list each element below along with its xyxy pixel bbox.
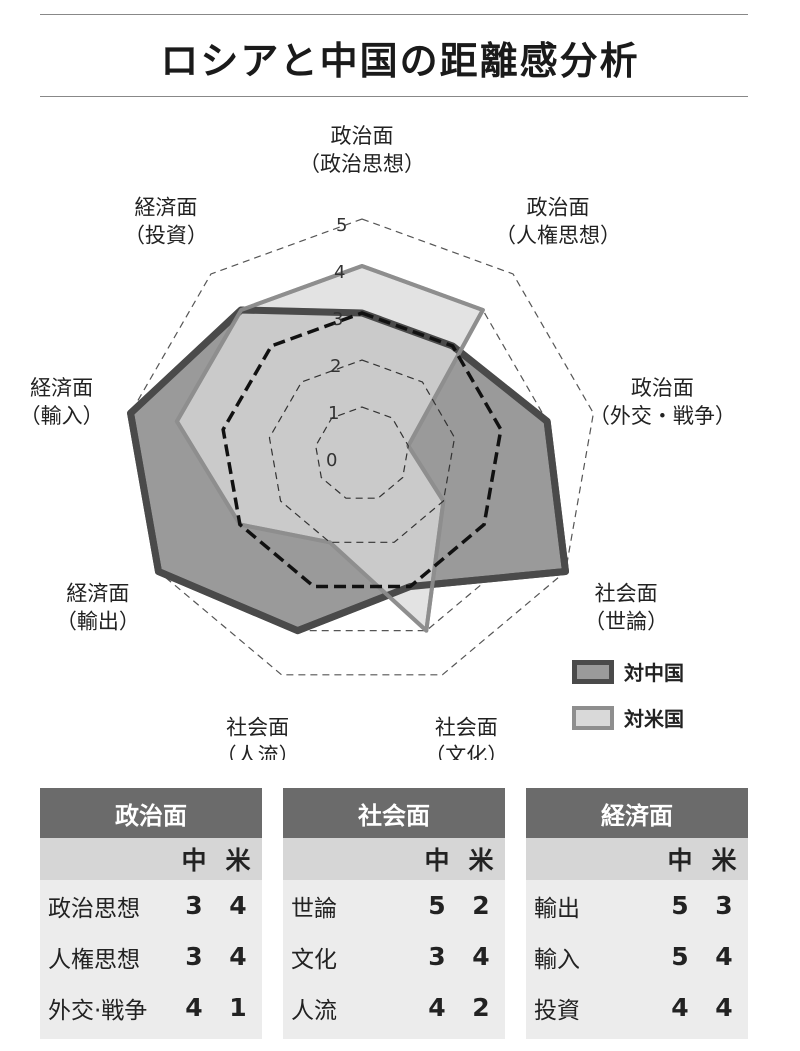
value-us: 4 bbox=[229, 942, 247, 971]
value-china: 4 bbox=[185, 993, 203, 1022]
value-china: 5 bbox=[671, 891, 689, 920]
axis-sublabel: （文化） bbox=[424, 744, 508, 760]
top-rule bbox=[40, 14, 748, 15]
legend-label-us: 対米国 bbox=[624, 707, 684, 731]
table-subheader: 中 米 bbox=[40, 838, 262, 880]
value-china: 3 bbox=[428, 942, 446, 971]
table-header: 経済面 bbox=[526, 788, 748, 838]
value-us: 4 bbox=[472, 942, 490, 971]
axis-sublabel: （政治思想） bbox=[299, 152, 425, 176]
table-header: 政治面 bbox=[40, 788, 262, 838]
grid-ring-3 bbox=[221, 311, 503, 589]
axis-label: 社会面 bbox=[226, 716, 289, 740]
col-china: 中 bbox=[424, 846, 450, 875]
axis-label: 社会面 bbox=[435, 716, 498, 740]
axis-label: 政治面 bbox=[331, 124, 394, 148]
row-label: 輸入 bbox=[534, 946, 580, 973]
value-china: 4 bbox=[428, 993, 446, 1022]
row-label: 文化 bbox=[291, 946, 337, 973]
legend-label-china: 対中国 bbox=[624, 661, 684, 685]
col-us: 米 bbox=[225, 846, 251, 875]
title-rule bbox=[40, 96, 748, 97]
axis-sublabel: （人権思想） bbox=[495, 223, 621, 247]
row-label: 輸出 bbox=[534, 895, 580, 922]
value-us: 4 bbox=[229, 891, 247, 920]
value-china: 3 bbox=[185, 942, 203, 971]
grid-ring-overlay-2 bbox=[268, 359, 456, 543]
table-subheader: 中 米 bbox=[526, 838, 748, 880]
scale-label: 4 bbox=[334, 262, 345, 283]
axis-sublabel: （輸出） bbox=[56, 610, 140, 634]
row-label: 政治思想 bbox=[48, 895, 140, 922]
axis-sublabel: （人流） bbox=[216, 744, 300, 760]
scale-label: 1 bbox=[328, 403, 339, 424]
value-us: 2 bbox=[472, 993, 490, 1022]
value-china: 4 bbox=[671, 993, 689, 1022]
value-china: 5 bbox=[428, 891, 446, 920]
axis-sublabel: （輸入） bbox=[20, 404, 104, 428]
axis-sublabel: （世論） bbox=[584, 610, 668, 634]
table-subheader: 中 米 bbox=[283, 838, 505, 880]
axis-label: 経済面 bbox=[30, 376, 93, 400]
scale-label: 0 bbox=[326, 450, 337, 471]
series-outline-china bbox=[127, 306, 570, 635]
legend-swatch-china bbox=[572, 659, 614, 684]
legend-item-us: 対米国 bbox=[572, 703, 684, 732]
axis-label: 政治面 bbox=[631, 376, 694, 400]
legend-item-china: 対中国 bbox=[572, 657, 684, 686]
col-us: 米 bbox=[468, 846, 494, 875]
radar-chart: 0 1 2 3 4 5 政治面 （政治思想） 政治面 （人権思想） 政治面 （外交・戦争） 社会面 （世論… bbox=[20, 124, 736, 760]
axis-label: 経済面 bbox=[134, 195, 197, 219]
value-us: 4 bbox=[715, 942, 733, 971]
axis-label: 社会面 bbox=[595, 582, 658, 606]
row-label: 人流 bbox=[291, 997, 337, 1024]
axis-sublabel: （投資） bbox=[124, 223, 208, 247]
value-us: 4 bbox=[715, 993, 733, 1022]
row-label: 人権思想 bbox=[48, 946, 140, 973]
chart-title: ロシアと中国の距離感分析 bbox=[160, 39, 640, 83]
value-us: 1 bbox=[229, 993, 247, 1022]
axis-sublabel: （外交・戦争） bbox=[589, 404, 736, 428]
col-china: 中 bbox=[181, 846, 207, 875]
row-label: 世論 bbox=[291, 895, 337, 922]
row-label: 外交·戦争 bbox=[48, 997, 148, 1024]
col-us: 米 bbox=[711, 846, 737, 875]
axis-label: 政治面 bbox=[527, 195, 590, 219]
legend-swatch-us bbox=[572, 705, 614, 730]
scale-label: 5 bbox=[336, 215, 347, 236]
scale-label: 3 bbox=[332, 309, 343, 330]
value-china: 3 bbox=[185, 891, 203, 920]
col-china: 中 bbox=[667, 846, 693, 875]
row-label: 投資 bbox=[534, 997, 580, 1024]
value-us: 3 bbox=[715, 891, 733, 920]
grid-ring-overlay-1 bbox=[315, 406, 409, 499]
table-header: 社会面 bbox=[283, 788, 505, 838]
value-us: 2 bbox=[472, 891, 490, 920]
axis-label: 経済面 bbox=[66, 582, 129, 606]
scale-label: 2 bbox=[330, 356, 341, 377]
grid-ring-5 bbox=[129, 218, 595, 676]
value-china: 5 bbox=[671, 942, 689, 971]
